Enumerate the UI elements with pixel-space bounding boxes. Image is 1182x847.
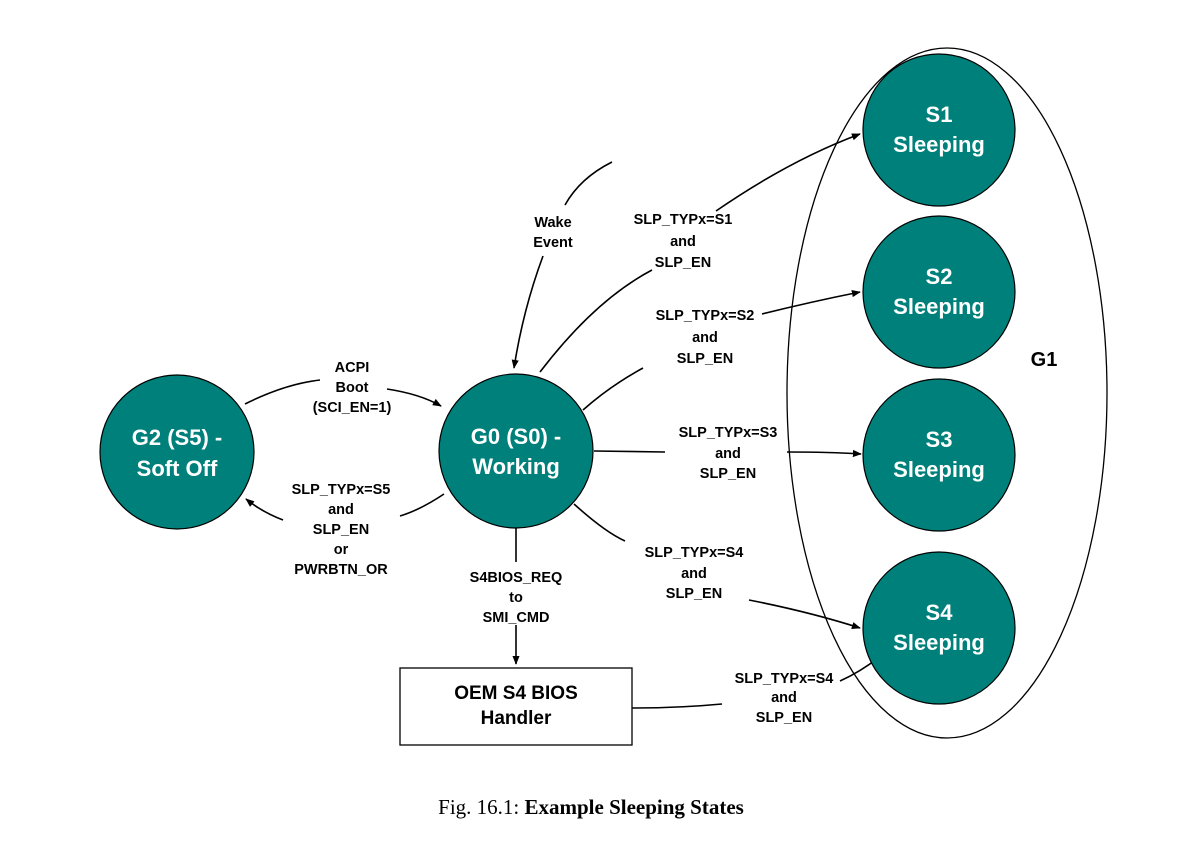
- s1-node-line2: Sleeping: [893, 132, 985, 157]
- to-s1-edge-start: [539, 269, 653, 373]
- s1-node-line1: S1: [926, 102, 953, 127]
- to-s3-edge: [786, 449, 862, 458]
- edge-label-line: SLP_EN: [655, 255, 711, 271]
- acpi-boot-edge-start: [244, 379, 321, 405]
- caption-title: Example Sleeping States: [524, 795, 744, 819]
- edge-label-line: ACPI: [335, 360, 370, 376]
- edge-label-line: SMI_CMD: [483, 610, 550, 626]
- edge-label-line: SLP_TYPx=S2: [656, 308, 755, 324]
- edge-label-line: or: [334, 542, 349, 558]
- bios-to-s4-edge-start: [631, 703, 723, 709]
- edge-label-line: SLP_TYPx=S5: [292, 482, 391, 498]
- edge-label-line: and: [328, 502, 354, 518]
- to-s3-edge-start: [593, 450, 666, 453]
- caption-prefix: Fig. 16.1:: [438, 795, 525, 819]
- edge-label-line: (SCI_EN=1): [313, 400, 392, 416]
- wake-edge: [511, 255, 544, 369]
- wake-edge-start: [564, 161, 613, 206]
- edge-label-line: Event: [533, 235, 573, 251]
- g2-node-line1: G2 (S5) -: [132, 425, 222, 450]
- edge-label-line: and: [771, 690, 797, 706]
- edge-label-line: SLP_EN: [700, 466, 756, 482]
- s2-node-line2: Sleeping: [893, 294, 985, 319]
- edge-label-line: to: [509, 590, 523, 606]
- s4-node-line2: Sleeping: [893, 630, 985, 655]
- g2-soft-off-node: G2 (S5) - Soft Off: [99, 374, 255, 530]
- to-s5-label: SLP_TYPx=S5 and SLP_EN or PWRBTN_OR: [292, 482, 391, 578]
- g0-working-node: G0 (S0) - Working: [438, 373, 594, 529]
- to-s4-edge: [748, 599, 861, 629]
- g1-group-outline: [786, 47, 1108, 739]
- wake-event-label: Wake Event: [533, 215, 573, 251]
- edge-label-line: SLP_EN: [313, 522, 369, 538]
- to-s2-edge-start: [582, 367, 644, 411]
- edge-label-line: SLP_TYPx=S4: [645, 545, 744, 561]
- edge-label-line: SLP_EN: [756, 710, 812, 726]
- s3-node-line1: S3: [926, 427, 953, 452]
- s4bios-req-label: S4BIOS_REQ to SMI_CMD: [470, 570, 563, 626]
- acpi-boot-label: ACPI Boot (SCI_EN=1): [313, 360, 392, 416]
- bios-box-line2: Handler: [481, 708, 552, 729]
- g2-node-line2: Soft Off: [137, 456, 218, 481]
- edge-label-line: and: [670, 234, 696, 250]
- s3-sleeping-node: S3 Sleeping: [862, 378, 1016, 532]
- edge-label-line: and: [715, 446, 741, 462]
- edge-label-line: Boot: [335, 380, 368, 396]
- edge-label-line: PWRBTN_OR: [294, 562, 388, 578]
- to-s5-edge: [245, 498, 284, 521]
- edge-label-line: SLP_TYPx=S3: [679, 425, 778, 441]
- edge-label-line: and: [692, 330, 718, 346]
- to-s4-edge-start: [573, 503, 626, 542]
- to-s3-label: SLP_TYPx=S3 and SLP_EN: [679, 425, 778, 482]
- figure-caption: Fig. 16.1: Example Sleeping States: [0, 795, 1182, 820]
- to-s4-label: SLP_TYPx=S4 and SLP_EN: [645, 545, 744, 602]
- g1-label: G1: [1031, 349, 1058, 371]
- s2-sleeping-node: S2 Sleeping: [862, 215, 1016, 369]
- bios-box-line1: OEM S4 BIOS: [454, 683, 578, 704]
- edge-label-line: SLP_EN: [677, 351, 733, 367]
- s2-node-line1: S2: [926, 264, 953, 289]
- edge-label-line: and: [681, 566, 707, 582]
- s4-node-line1: S4: [926, 600, 954, 625]
- bios-to-s4-label: SLP_TYPx=S4 and SLP_EN: [735, 671, 834, 726]
- acpi-boot-edge: [386, 388, 442, 407]
- edge-label-line: S4BIOS_REQ: [470, 570, 563, 586]
- to-s2-edge: [761, 290, 861, 315]
- g0-node-line2: Working: [472, 454, 560, 479]
- oem-s4-bios-handler-box: OEM S4 BIOS Handler: [399, 667, 633, 746]
- s3-node-line2: Sleeping: [893, 457, 985, 482]
- s4-sleeping-node: S4 Sleeping: [862, 551, 1016, 705]
- edge-label-line: SLP_TYPx=S1: [634, 212, 733, 228]
- edge-label-line: Wake: [534, 215, 571, 231]
- s1-sleeping-node: S1 Sleeping: [862, 53, 1016, 207]
- edge-label-line: SLP_EN: [666, 586, 722, 602]
- to-s1-label: SLP_TYPx=S1 and SLP_EN: [634, 212, 733, 271]
- edge-label-line: SLP_TYPx=S4: [735, 671, 834, 687]
- to-s5-edge-start: [399, 493, 445, 517]
- to-s1-edge: [715, 133, 861, 212]
- to-s2-label: SLP_TYPx=S2 and SLP_EN: [656, 308, 755, 367]
- g0-node-line1: G0 (S0) -: [471, 424, 561, 449]
